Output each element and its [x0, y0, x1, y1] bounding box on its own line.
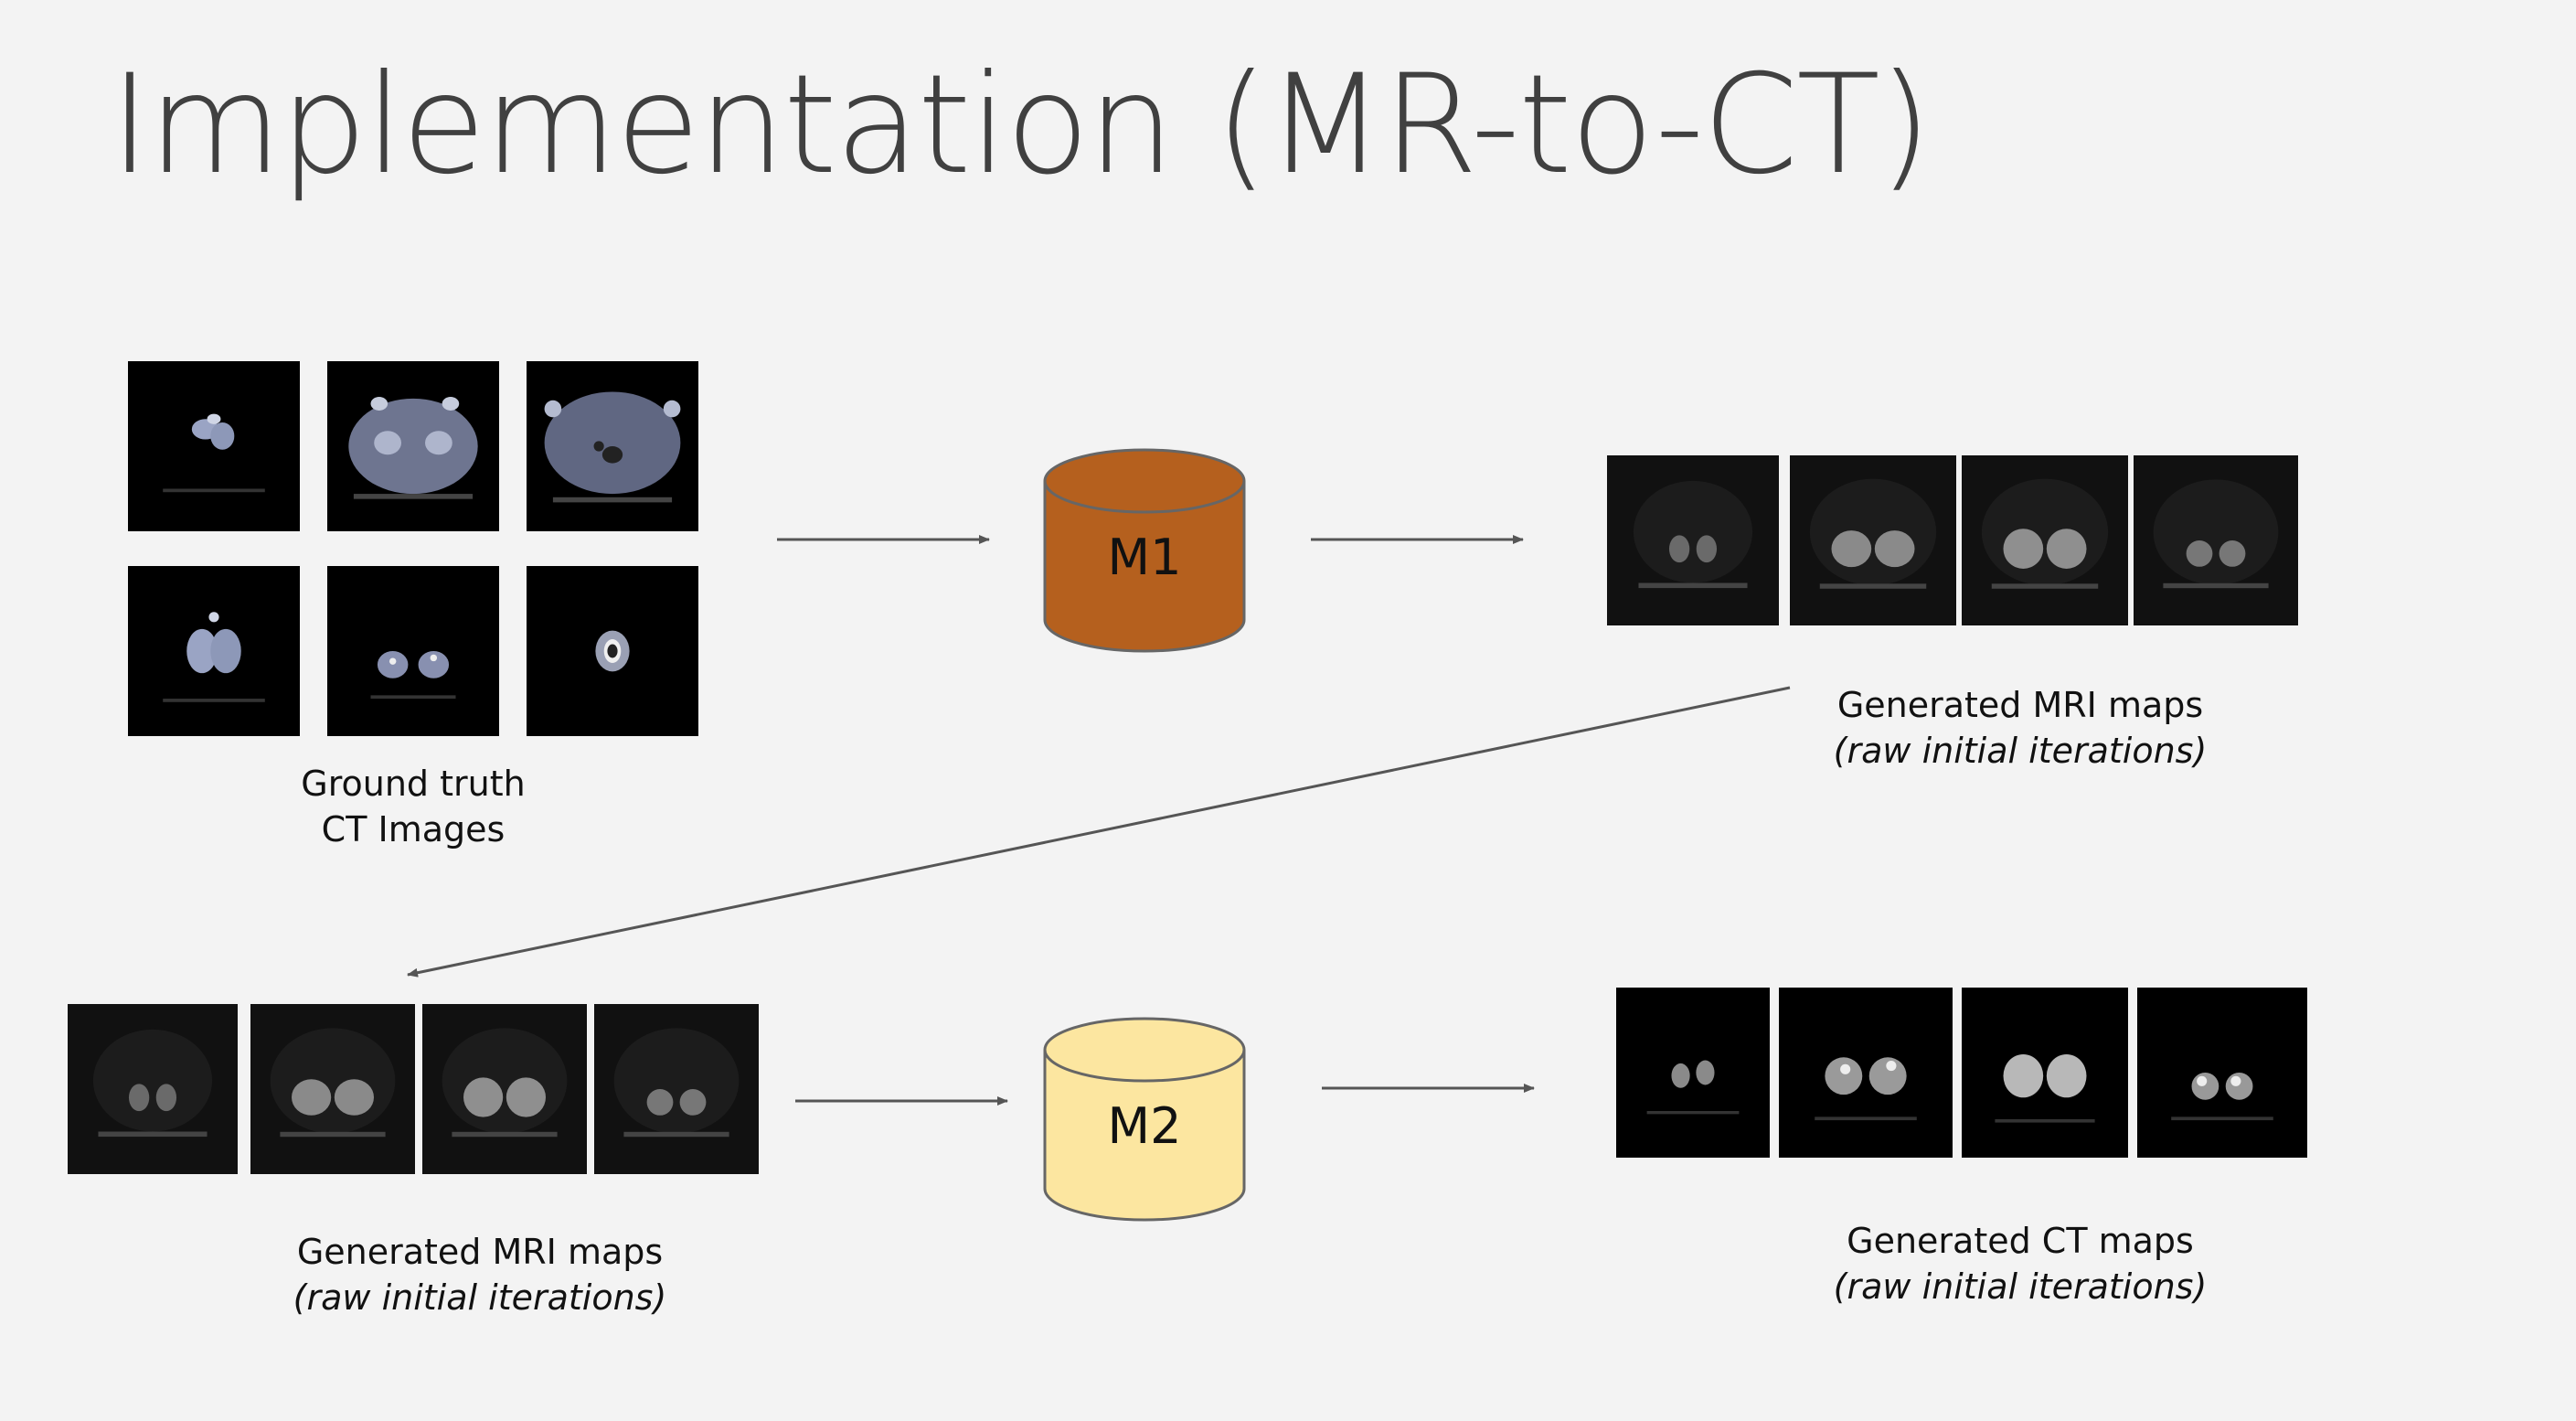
mri-map-bottom-2 [250, 1004, 415, 1174]
model-m2: M2 [1042, 1017, 1247, 1223]
caption-mri-bottom: Generated MRI maps (raw initial iteratio… [251, 1229, 708, 1320]
ct-image-6 [527, 566, 698, 736]
ct-image-3 [527, 361, 698, 531]
m2-body [1043, 1050, 1246, 1222]
ct-image-5 [327, 566, 499, 736]
caption-ct-out: Generated CT maps (raw initial iteration… [1792, 1218, 2249, 1309]
ct-image-1 [128, 361, 300, 531]
model-m1: M1 [1042, 448, 1247, 655]
mri-map-top-1 [1607, 455, 1779, 625]
mri-map-top-2 [1790, 455, 1956, 625]
caption-mri-top: Generated MRI maps (raw initial iteratio… [1792, 682, 2249, 774]
ct-image-4 [128, 566, 300, 736]
caption-mri-top-line2: (raw initial iterations) [1833, 731, 2208, 771]
ct-map-2 [1779, 988, 1953, 1158]
page-title: Implementation (MR-to-CT) [110, 46, 1932, 205]
ct-map-4 [2137, 988, 2307, 1158]
mri-map-bottom-3 [422, 1004, 587, 1174]
mri-map-top-3 [1962, 455, 2128, 625]
m1-top [1043, 448, 1246, 514]
caption-mri-top-line1: Generated MRI maps [1836, 685, 2204, 725]
caption-ct-out-line2: (raw initial iterations) [1833, 1266, 2208, 1307]
caption-ground-truth-line1: Ground truth [301, 764, 526, 804]
mri-map-top-4 [2134, 455, 2298, 625]
caption-ground-truth: Ground truth CT Images [230, 761, 596, 852]
mri-map-bottom-4 [594, 1004, 759, 1174]
mri-map-bottom-1 [68, 1004, 238, 1174]
m2-top [1043, 1017, 1246, 1083]
ct-map-3 [1962, 988, 2128, 1158]
ct-image-2 [327, 361, 499, 531]
ct-map-1 [1616, 988, 1770, 1158]
m1-body [1043, 481, 1246, 653]
caption-ct-out-line1: Generated CT maps [1847, 1221, 2194, 1261]
caption-mri-bottom-line1: Generated MRI maps [296, 1232, 664, 1272]
m1-label: M1 [1108, 529, 1182, 586]
caption-ground-truth-line2: CT Images [321, 809, 506, 849]
caption-mri-bottom-line2: (raw initial iterations) [293, 1277, 667, 1318]
m2-label: M2 [1108, 1097, 1182, 1155]
arrow-mri-to-mri-bottom [407, 686, 1791, 978]
